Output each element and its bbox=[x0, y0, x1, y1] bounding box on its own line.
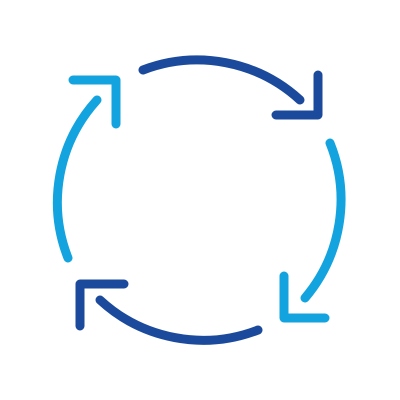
bottom-arc bbox=[95, 295, 263, 345]
bottom-right-arrowhead bbox=[279, 271, 330, 323]
top-right-arrowhead bbox=[271, 70, 323, 120]
right-arc bbox=[300, 138, 346, 303]
top-arc bbox=[138, 55, 305, 105]
left-arc bbox=[52, 95, 102, 263]
top-left-arrowhead bbox=[68, 75, 121, 129]
bottom-left-arrowhead bbox=[75, 279, 129, 331]
